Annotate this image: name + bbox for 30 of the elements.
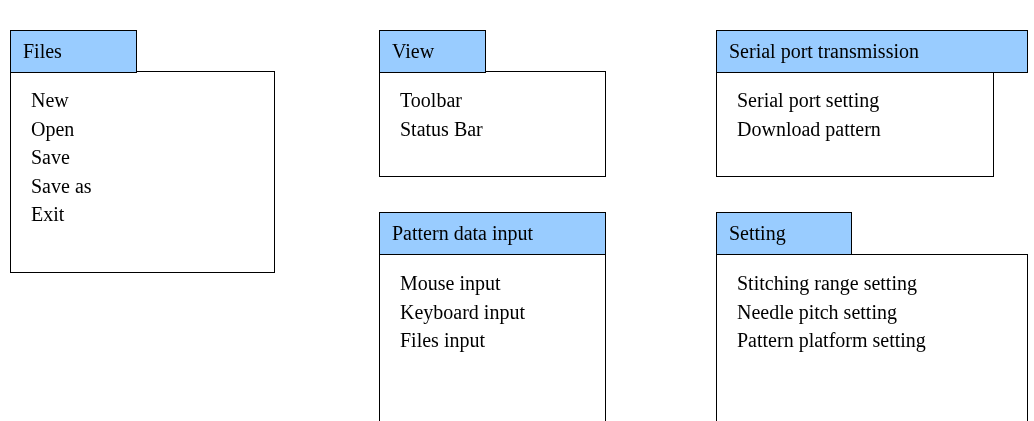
menu-panel <box>10 71 275 273</box>
menu-item: Save as <box>31 173 93 199</box>
menu-title: Files <box>23 40 62 63</box>
menu-tab <box>379 30 486 73</box>
menu-tab <box>716 212 852 255</box>
menu-title: Setting <box>729 222 786 245</box>
menu-item: Status Bar <box>400 116 484 142</box>
menu-item: Exit <box>31 202 66 227</box>
menu-item: Download pattern <box>737 116 882 143</box>
menu-panel <box>716 71 994 177</box>
menu-tab <box>10 30 137 73</box>
menu-item: New <box>31 88 70 113</box>
menu-tab <box>379 212 606 255</box>
menu-panel <box>716 254 1028 421</box>
menu-title: View <box>392 40 435 63</box>
menu-tab <box>716 30 1028 73</box>
menu-item: Needle pitch setting <box>737 299 898 326</box>
menu-item: Pattern platform setting <box>737 328 927 354</box>
menu-item: Files input <box>400 328 486 354</box>
menu-item: Stitching range setting <box>737 271 918 297</box>
menu-item: Toolbar <box>400 88 463 113</box>
menu-item: Save <box>31 145 71 170</box>
menu-item: Mouse input <box>400 271 502 297</box>
menu-panel <box>379 254 606 421</box>
menu-item: Serial port setting <box>737 88 881 114</box>
menu-panel <box>379 71 606 177</box>
menu-item: Keyboard input <box>400 299 526 326</box>
menu-item: Open <box>31 116 76 143</box>
menu-title: Serial port transmission <box>729 40 919 63</box>
menu-title: Pattern data input <box>392 222 534 245</box>
